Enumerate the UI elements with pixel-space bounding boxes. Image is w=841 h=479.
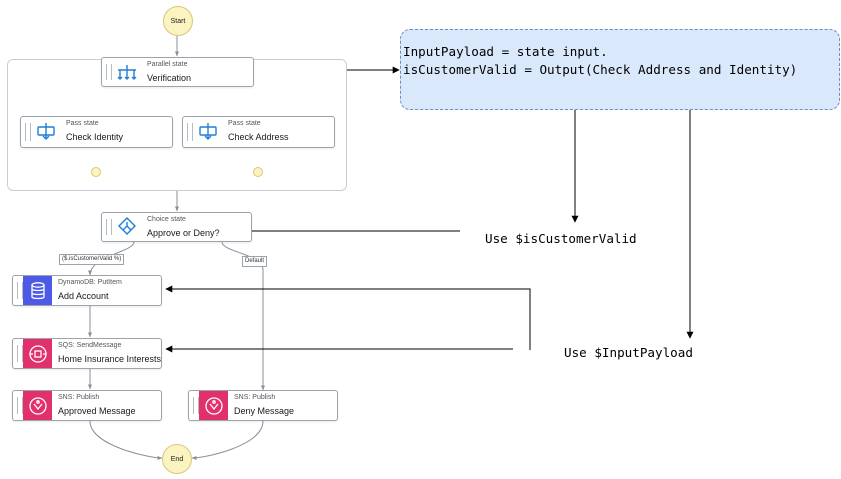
drag-handle-icon[interactable]	[17, 282, 23, 299]
address-branch-end	[253, 167, 263, 177]
home-insurance-title: Home Insurance Interests	[58, 354, 162, 364]
add-account-node[interactable]: DynamoDB: PutItem Add Account	[12, 275, 162, 306]
add-account-type: DynamoDB: PutItem	[58, 279, 122, 286]
add-account-title: Add Account	[58, 291, 109, 301]
deny-title: Deny Message	[234, 406, 295, 416]
check-address-node[interactable]: Pass state Check Address	[182, 116, 335, 148]
dynamodb-icon	[23, 276, 52, 305]
approved-title: Approved Message	[58, 406, 136, 416]
pass-state-icon	[32, 117, 60, 147]
deny-type: SNS: Publish	[234, 394, 276, 401]
sns-icon	[23, 391, 52, 420]
note-line-is-customer-valid: isCustomerValid = Output(Check Address a…	[403, 62, 798, 77]
check-address-type: Pass state	[228, 120, 261, 127]
drag-handle-icon[interactable]	[106, 219, 112, 235]
parallel-state-icon	[113, 58, 141, 86]
approved-message-node[interactable]: SNS: Publish Approved Message	[12, 390, 162, 421]
verification-node[interactable]: Parallel state Verification	[101, 57, 254, 87]
check-address-title: Check Address	[228, 132, 289, 142]
verification-type: Parallel state	[147, 61, 188, 68]
arrow-use-valid-add-account	[165, 285, 531, 350]
drag-handle-icon[interactable]	[193, 397, 199, 414]
default-label[interactable]: Default	[242, 256, 268, 267]
home-insurance-node[interactable]: SQS: SendMessage Home Insurance Interest…	[12, 338, 162, 369]
use-is-customer-valid-label: Use $isCustomerValid	[485, 231, 637, 246]
variables-note: InputPayload = state input. isCustomerVa…	[400, 29, 840, 110]
condition-label[interactable]: ($.isCustomerValid %)	[59, 254, 125, 265]
drag-handle-icon[interactable]	[187, 123, 193, 141]
drag-handle-icon[interactable]	[17, 345, 23, 362]
choice-state-icon	[113, 213, 141, 241]
edge-deny-end	[191, 420, 264, 460]
drag-handle-icon[interactable]	[17, 397, 23, 414]
deny-message-node[interactable]: SNS: Publish Deny Message	[188, 390, 338, 421]
end-node[interactable]: End	[162, 444, 192, 474]
start-label: Start	[170, 17, 186, 25]
check-identity-title: Check Identity	[66, 132, 124, 142]
end-label: End	[170, 455, 184, 463]
check-identity-type: Pass state	[66, 120, 99, 127]
choice-title: Approve or Deny?	[147, 228, 220, 238]
drag-handle-icon[interactable]	[106, 64, 112, 80]
sns-icon	[199, 391, 228, 420]
sqs-icon	[23, 339, 52, 368]
check-identity-node[interactable]: Pass state Check Identity	[20, 116, 173, 148]
verification-title: Verification	[147, 73, 192, 83]
approve-deny-choice-node[interactable]: Choice state Approve or Deny?	[101, 212, 252, 242]
pass-state-icon	[194, 117, 222, 147]
start-node[interactable]: Start	[163, 6, 193, 36]
edge-approved-end	[89, 420, 163, 460]
note-line-input-payload: InputPayload = state input.	[403, 44, 608, 59]
choice-type: Choice state	[147, 216, 186, 223]
identity-branch-end	[91, 167, 101, 177]
home-insurance-type: SQS: SendMessage	[58, 342, 122, 349]
approved-type: SNS: Publish	[58, 394, 100, 401]
drag-handle-icon[interactable]	[25, 123, 31, 141]
edge-choice-deny	[221, 241, 265, 391]
use-input-payload-label: Use $InputPayload	[564, 345, 693, 360]
